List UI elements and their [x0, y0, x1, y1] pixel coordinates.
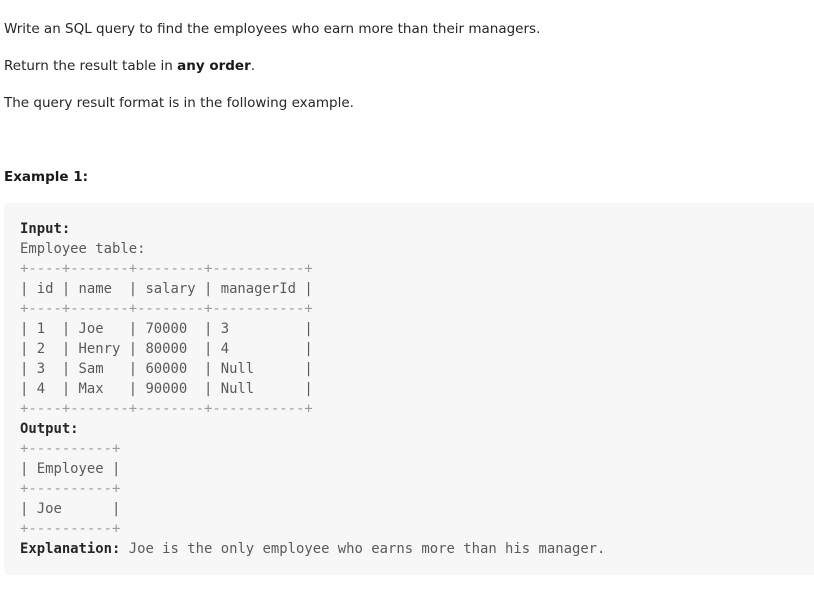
format-note: The query result format is in the follow…: [4, 95, 354, 111]
explanation-line: Explanation: Joe is the only employee wh…: [20, 539, 605, 559]
explanation-label: Explanation:: [20, 541, 121, 557]
order-note-suffix: .: [250, 58, 256, 74]
input-table-row: | 4 | Max | 90000 | Null |: [20, 381, 313, 397]
example-block: [4, 203, 814, 575]
output-table-border-bottom: +----------+: [20, 521, 121, 537]
example-content: Input: Employee table: +----+-------+-----…: [20, 219, 605, 559]
input-table-caption: Employee table:: [20, 241, 146, 257]
output-table-row: | Joe |: [20, 501, 121, 517]
input-table-border-mid: +----+-------+--------+-----------+: [20, 301, 313, 317]
input-table-header: | id | name | salary | managerId |: [20, 281, 313, 297]
input-table-border-bottom: +----+-------+--------+-----------+: [20, 401, 313, 417]
input-table-row: | 1 | Joe | 70000 | 3 |: [20, 321, 313, 337]
input-table-border-top: +----+-------+--------+-----------+: [20, 261, 313, 277]
output-table-border-top: +----------+: [20, 441, 121, 457]
explanation-text: Joe is the only employee who earns more …: [120, 541, 606, 557]
input-table-row: | 3 | Sam | 60000 | Null |: [20, 361, 313, 377]
input-label: Input:: [20, 221, 71, 237]
input-table-row: | 2 | Henry | 80000 | 4 |: [20, 341, 313, 357]
problem-statement: Write an SQL query to find the employees…: [4, 21, 541, 37]
order-note-emphasis: any order: [177, 58, 251, 74]
result-order-note: Return the result table in any order.: [4, 56, 255, 76]
output-table-border-mid: +----------+: [20, 481, 121, 497]
example-heading: Example 1:: [4, 169, 89, 185]
output-label: Output:: [20, 421, 79, 437]
output-table-header: | Employee |: [20, 461, 121, 477]
order-note-prefix: Return the result table in: [4, 58, 178, 74]
